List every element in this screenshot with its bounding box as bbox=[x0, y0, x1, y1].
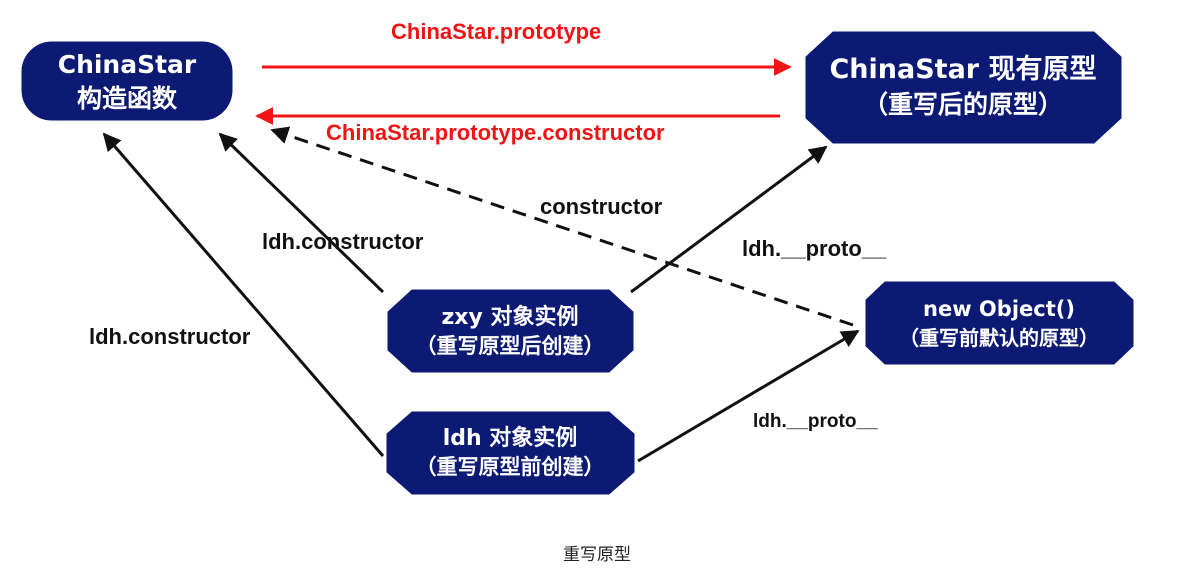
constructor-function-node: ChinaStar 构造函数 bbox=[21, 41, 233, 121]
prototype-label: ChinaStar.prototype bbox=[391, 19, 601, 44]
default-constructor-label: constructor bbox=[540, 194, 663, 219]
zxy-instance-node: zxy 对象实例 （重写原型后创建） bbox=[387, 289, 634, 373]
prototype-constructor-label: ChinaStar.prototype.constructor bbox=[326, 120, 665, 145]
ldh-proto-label: ldh.__proto__ bbox=[753, 411, 878, 432]
ldh-instance-node: ldh 对象实例 （重写原型前创建） bbox=[386, 411, 635, 495]
zxy-instance-name: zxy 对象实例 bbox=[442, 304, 579, 330]
default-prototype-desc: （重写前默认的原型） bbox=[899, 326, 1099, 350]
diagram-caption: 重写原型 bbox=[563, 545, 631, 565]
default-prototype-name: new Object() bbox=[923, 297, 1075, 321]
ldh-proto-arrow bbox=[637, 329, 860, 463]
zxy-proto-label: ldh.__proto__ bbox=[742, 236, 887, 261]
ldh-instance-name: ldh 对象实例 bbox=[443, 425, 578, 451]
ldh-constructor-arrow bbox=[102, 132, 385, 457]
zxy-constructor-label: ldh.constructor bbox=[262, 229, 424, 254]
ldh-instance-desc: （重写原型前创建） bbox=[416, 455, 605, 479]
constructor-function-desc: 构造函数 bbox=[77, 84, 178, 113]
current-prototype-desc: （重写后的原型） bbox=[863, 90, 1063, 119]
ldh-constructor-label: ldh.constructor bbox=[89, 324, 251, 349]
zxy-constructor-arrow bbox=[218, 132, 385, 294]
current-prototype-node: ChinaStar 现有原型 （重写后的原型） bbox=[805, 31, 1122, 144]
zxy-proto-arrow bbox=[630, 145, 828, 294]
current-prototype-name: ChinaStar 现有原型 bbox=[829, 54, 1096, 85]
default-prototype-node: new Object() （重写前默认的原型） bbox=[865, 281, 1134, 365]
constructor-function-name: ChinaStar bbox=[58, 50, 197, 79]
zxy-instance-desc: （重写原型后创建） bbox=[416, 334, 605, 358]
default-constructor-arrow bbox=[270, 126, 854, 327]
